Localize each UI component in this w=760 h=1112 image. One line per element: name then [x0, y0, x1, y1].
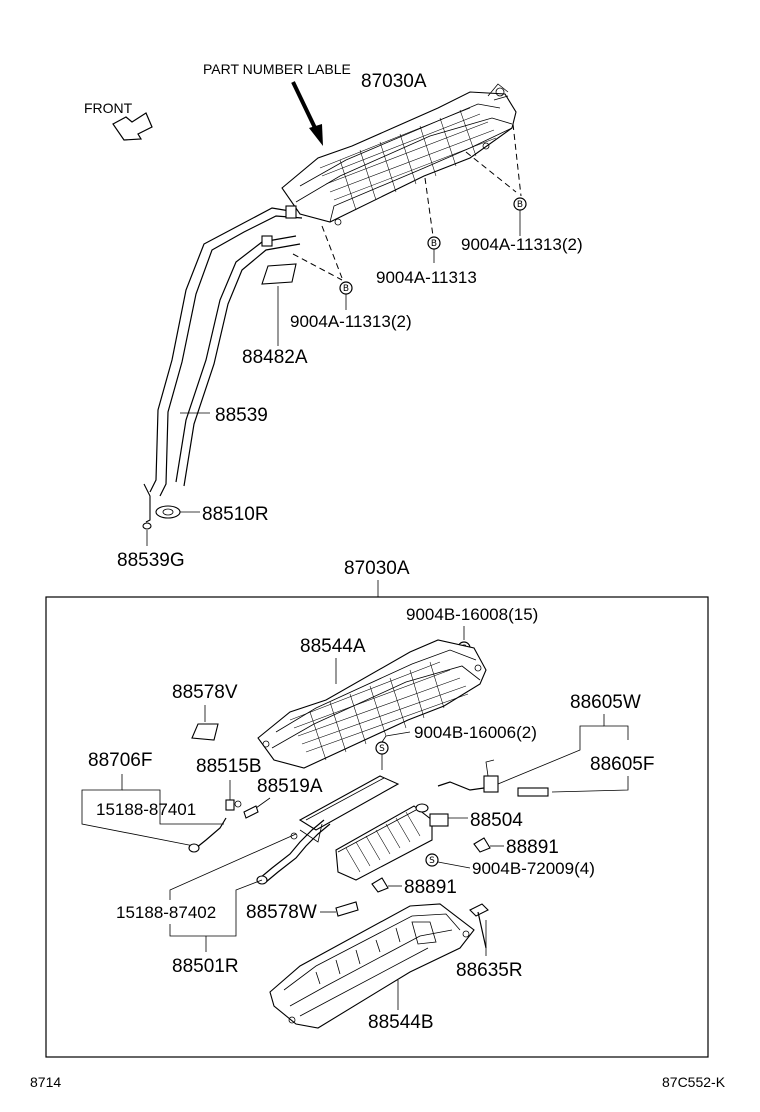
bolt-marker-left: B [339, 281, 353, 295]
front-label: FRONT [84, 100, 133, 116]
label-88891-1: 88891 [506, 837, 559, 858]
label-9004b-72009-4: 9004B-72009(4) [472, 859, 595, 878]
label-88578w: 88578W [246, 902, 317, 923]
label-9004a-11313-2-right: 9004A-11313(2) [461, 235, 583, 254]
screw-marker-4: S [425, 853, 439, 867]
label-9004b-16008-15: 9004B-16008(15) [406, 605, 538, 624]
bolt-marker-right: B [513, 197, 527, 211]
label-88605f: 88605F [590, 754, 654, 775]
label-88510r: 88510R [202, 504, 269, 525]
label-15188-87401: 15188-87401 [96, 800, 196, 819]
filter-v-part [191, 723, 219, 741]
svg-text:B: B [517, 200, 523, 210]
grommet-part [155, 505, 181, 519]
damper-part-2 [371, 877, 389, 893]
front-arrow-icon [112, 112, 153, 141]
label-pointer-arrow-icon [291, 81, 323, 146]
seal-part [142, 522, 152, 530]
label-88706f: 88706F [88, 750, 152, 771]
cooler-unit-assembly-top [281, 83, 517, 226]
bolt-r-part [469, 903, 489, 949]
part-number-lable-label: PART NUMBER LABLE [203, 61, 351, 77]
label-88504: 88504 [470, 810, 523, 831]
label-88578v: 88578V [172, 682, 238, 703]
tube-part [143, 205, 303, 523]
label-88605w: 88605W [570, 692, 641, 713]
screw-marker-2: S [375, 741, 389, 755]
footer-right-code: 87C552-K [662, 1074, 726, 1090]
label-87030a-top: 87030A [361, 71, 427, 92]
label-9004a-11313: 9004A-11313 [376, 268, 477, 287]
footer-left-code: 8714 [30, 1074, 61, 1090]
label-88544b: 88544B [368, 1012, 434, 1033]
duct-part [298, 775, 400, 843]
label-sheet-part [261, 263, 297, 285]
motor-part [335, 803, 449, 881]
label-88539g: 88539G [117, 550, 185, 571]
label-87030a-bottom: 87030A [344, 558, 410, 579]
label-88501r: 88501R [172, 956, 239, 977]
label-15188-87402: 15188-87402 [116, 903, 216, 922]
upper-case-part [257, 639, 487, 769]
svg-text:B: B [343, 284, 349, 294]
damper-part-1 [473, 837, 491, 853]
label-88482a: 88482A [242, 347, 308, 368]
label-9004a-11313-2-left: 9004A-11313(2) [290, 312, 412, 331]
svg-text:S: S [429, 856, 435, 866]
pipe-401-part [188, 817, 227, 853]
clamp-part [225, 799, 242, 811]
label-88539: 88539 [215, 405, 268, 426]
label-88635r: 88635R [456, 960, 523, 981]
filter-w-part [335, 901, 359, 917]
label-9004b-16006-2: 9004B-16006(2) [414, 723, 537, 742]
label-88515b: 88515B [196, 756, 262, 777]
svg-text:B: B [431, 239, 437, 249]
pipe-402-part [256, 819, 331, 885]
label-88544a: 88544A [300, 636, 366, 657]
svg-text:S: S [379, 744, 385, 754]
bolt-marker-mid: B [427, 236, 441, 250]
label-88519a: 88519A [257, 776, 323, 797]
lower-case-part [269, 903, 475, 1029]
exploded-view-frame [45, 596, 709, 1058]
hose-a-part [243, 805, 259, 819]
harness-part [437, 759, 549, 797]
label-88891-2: 88891 [404, 877, 457, 898]
